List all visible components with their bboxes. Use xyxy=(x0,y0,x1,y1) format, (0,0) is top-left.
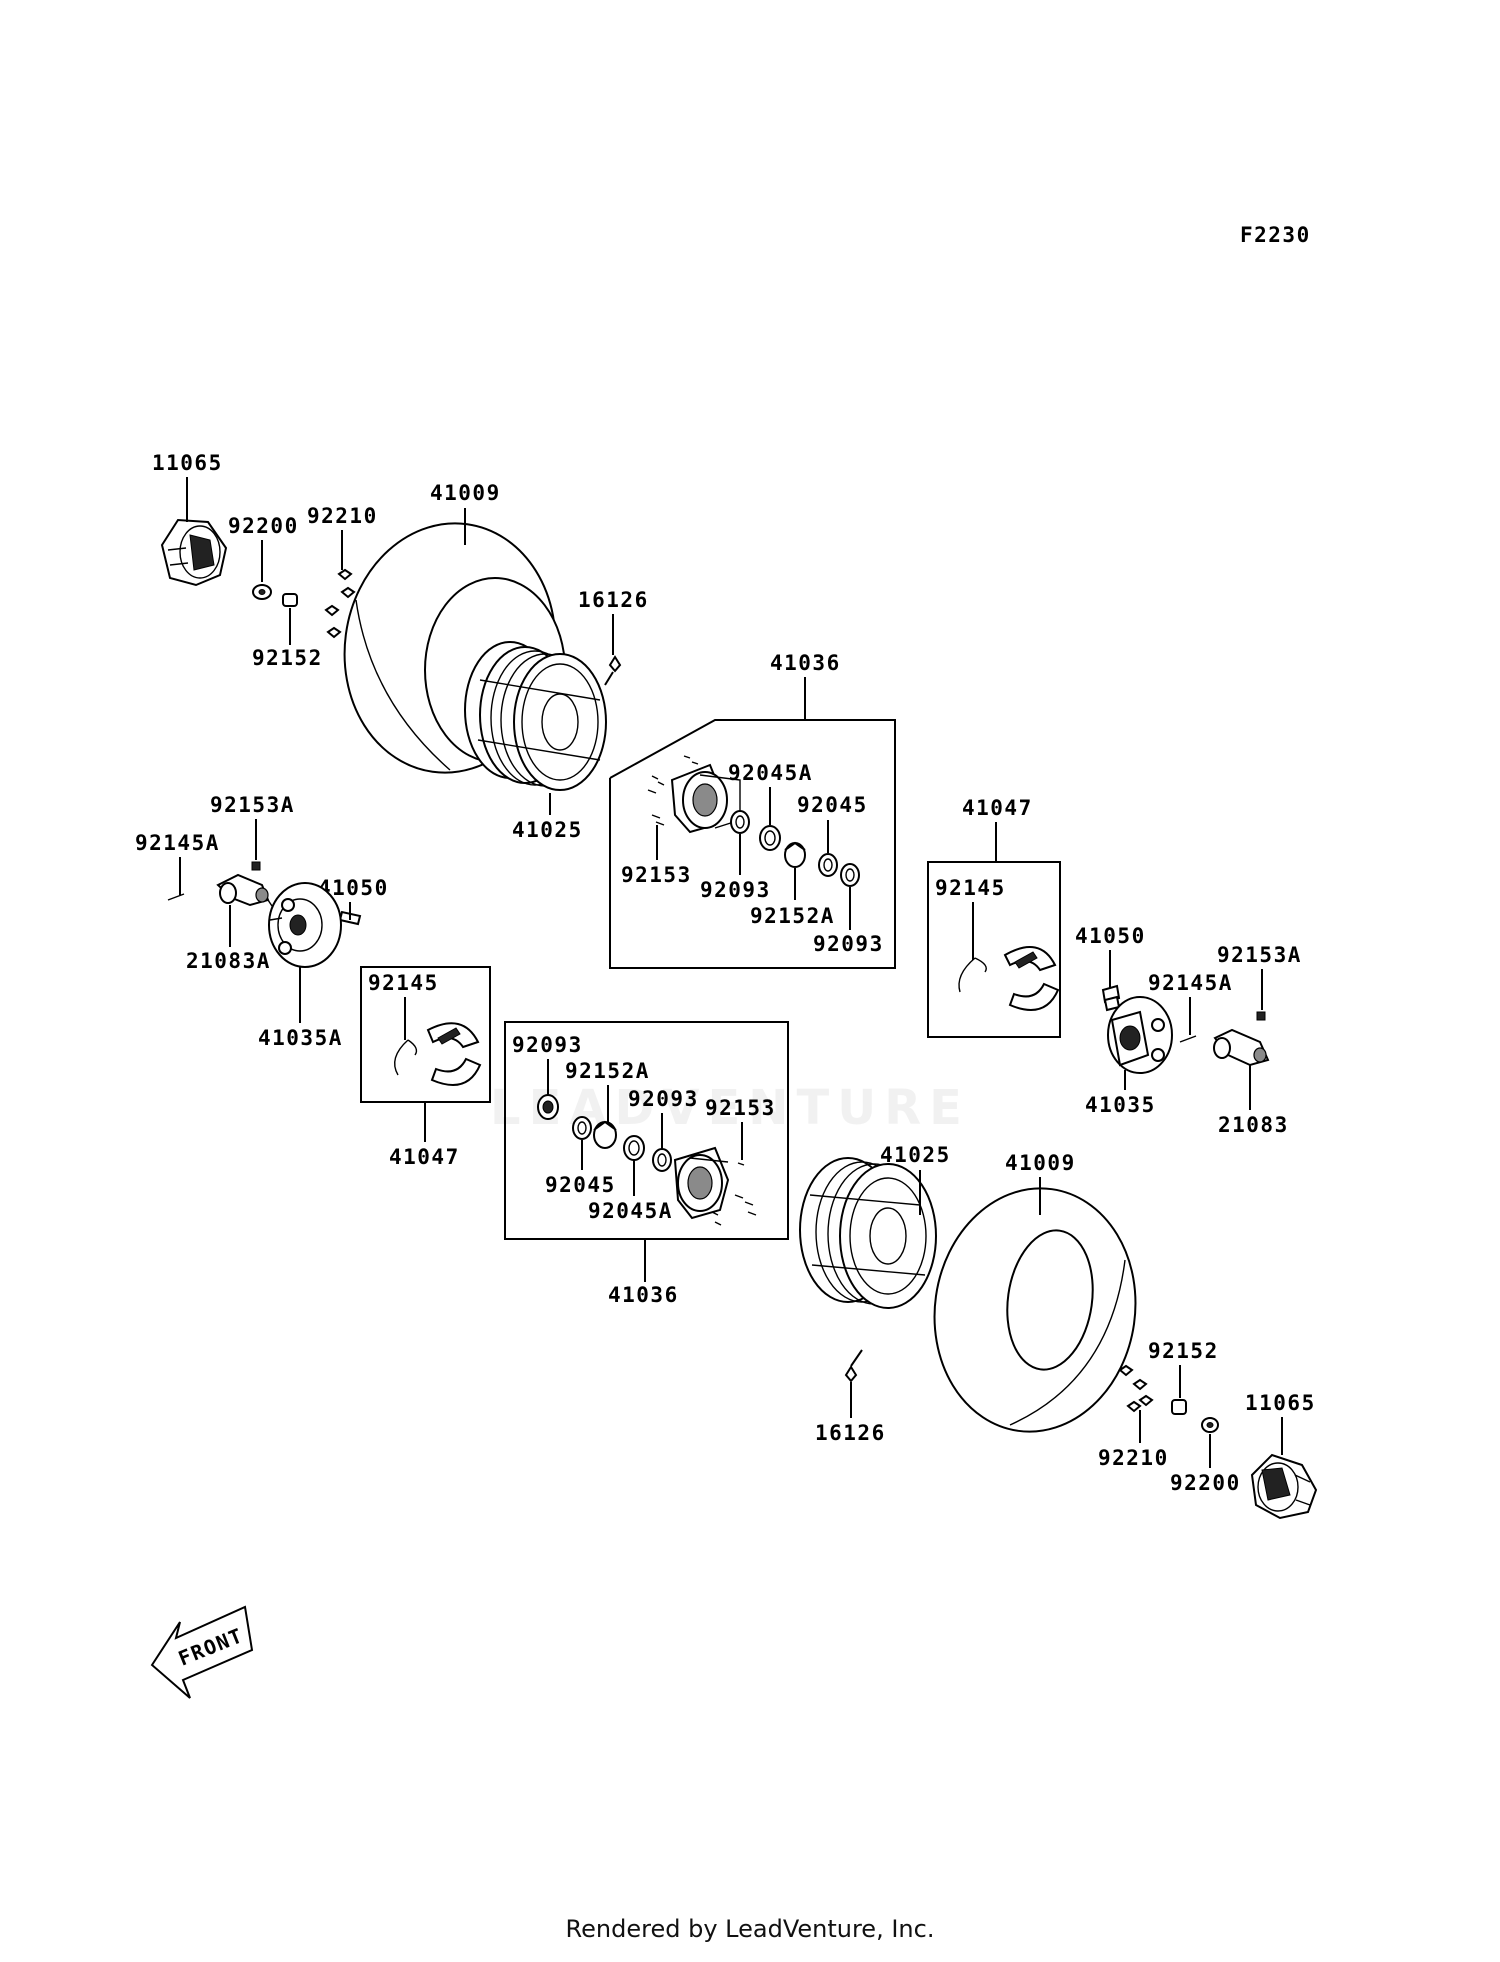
hub-cap-lower[interactable] xyxy=(1250,1453,1318,1520)
label-92145-lower[interactable]: 92145 xyxy=(368,971,439,995)
washer-92200-upper[interactable] xyxy=(252,584,272,600)
label-16126-lower[interactable]: 16126 xyxy=(815,1421,886,1445)
spring-92145A-right[interactable] xyxy=(1179,1035,1197,1043)
kit-box-41047-upper xyxy=(927,861,1061,1038)
cam-lever-21083A[interactable] xyxy=(216,873,279,916)
studs-lower[interactable] xyxy=(711,1162,757,1226)
seal-92045-lower[interactable] xyxy=(572,1116,592,1140)
brake-panel-41035[interactable] xyxy=(1107,996,1173,1074)
collar-92152A-lower[interactable] xyxy=(593,1120,617,1149)
label-92145A-right[interactable]: 92145A xyxy=(1148,971,1233,995)
label-92153A-left[interactable]: 92153A xyxy=(210,793,295,817)
label-92152-upper[interactable]: 92152 xyxy=(252,646,323,670)
label-92093-lower-a[interactable]: 92093 xyxy=(512,1033,583,1057)
label-16126-upper[interactable]: 16126 xyxy=(578,588,649,612)
wheel-rim-41025-lower[interactable] xyxy=(799,1157,937,1309)
label-92145-upper[interactable]: 92145 xyxy=(935,876,1006,900)
watermark-text: LEADVENTURE xyxy=(490,1080,970,1136)
seal-92045A-upper[interactable] xyxy=(759,825,781,851)
label-41035[interactable]: 41035 xyxy=(1085,1093,1156,1117)
label-92145A-left[interactable]: 92145A xyxy=(135,831,220,855)
bearing-92093-lower-b[interactable] xyxy=(652,1148,672,1172)
label-92045-upper[interactable]: 92045 xyxy=(797,793,868,817)
brake-shoe-spring-upper[interactable] xyxy=(958,957,987,993)
label-92152-lower[interactable]: 92152 xyxy=(1148,1339,1219,1363)
brake-shoes-41047-upper[interactable] xyxy=(1003,946,1060,1011)
kit-box-41036-upper xyxy=(609,719,896,969)
hub-41036-upper[interactable] xyxy=(670,763,741,834)
label-21083A[interactable]: 21083A xyxy=(186,949,271,973)
nuts-92210-upper[interactable] xyxy=(324,568,356,639)
label-92200-lower[interactable]: 92200 xyxy=(1170,1471,1241,1495)
label-92093-upper-b[interactable]: 92093 xyxy=(813,932,884,956)
label-92210-lower[interactable]: 92210 xyxy=(1098,1446,1169,1470)
brake-shoe-spring-lower[interactable] xyxy=(394,1039,418,1076)
label-92045-lower[interactable]: 92045 xyxy=(545,1173,616,1197)
hub-41036-lower[interactable] xyxy=(673,1146,730,1220)
collar-92152-upper[interactable] xyxy=(282,593,298,607)
valve-16126-upper[interactable] xyxy=(604,655,622,686)
tire-41009-lower[interactable] xyxy=(919,1175,1151,1444)
seal-92045A-lower[interactable] xyxy=(623,1135,645,1161)
label-92045A-lower[interactable]: 92045A xyxy=(588,1199,673,1223)
label-41009-upper[interactable]: 41009 xyxy=(430,481,501,505)
label-92152A-upper[interactable]: 92152A xyxy=(750,904,835,928)
label-11065-upper[interactable]: 11065 xyxy=(152,451,223,475)
washer-92200-lower[interactable] xyxy=(1201,1417,1219,1433)
nuts-92210-lower[interactable] xyxy=(1118,1364,1154,1413)
label-41036-upper[interactable]: 41036 xyxy=(770,651,841,675)
collar-92152A-upper[interactable] xyxy=(784,841,806,868)
label-41025-upper[interactable]: 41025 xyxy=(512,818,583,842)
label-41047-lower[interactable]: 41047 xyxy=(389,1145,460,1169)
label-92210-upper[interactable]: 92210 xyxy=(307,504,378,528)
label-41036-lower[interactable]: 41036 xyxy=(608,1283,679,1307)
footer-credit: Rendered by LeadVenture, Inc. xyxy=(565,1915,935,1943)
label-92200-upper[interactable]: 92200 xyxy=(228,514,299,538)
kit-box-41036-lower xyxy=(504,1021,789,1240)
bolt-92153A-left[interactable] xyxy=(251,861,261,871)
label-92093-upper-a[interactable]: 92093 xyxy=(700,878,771,902)
label-41009-lower[interactable]: 41009 xyxy=(1005,1151,1076,1175)
diagram-code: F2230 xyxy=(1240,223,1311,247)
label-92153-lower[interactable]: 92153 xyxy=(705,1096,776,1120)
seal-92045-upper[interactable] xyxy=(818,853,838,877)
studs-upper[interactable] xyxy=(647,755,699,826)
spring-92145A-left[interactable] xyxy=(167,893,185,901)
collar-92152-lower[interactable] xyxy=(1171,1399,1187,1415)
bolt-92153A-right[interactable] xyxy=(1256,1011,1266,1021)
bearing-92093-upper-a[interactable] xyxy=(730,810,750,834)
label-41035A[interactable]: 41035A xyxy=(258,1026,343,1050)
hub-cap-upper[interactable] xyxy=(160,518,228,587)
bearing-92093-upper-b[interactable] xyxy=(840,863,860,887)
label-92093-lower-b[interactable]: 92093 xyxy=(628,1087,699,1111)
cam-lever-21083[interactable] xyxy=(1213,1028,1270,1067)
bearing-92093-lower-a[interactable] xyxy=(537,1094,559,1120)
front-direction-arrow: FRONT xyxy=(150,1605,254,1699)
valve-16126-lower[interactable] xyxy=(844,1349,863,1383)
label-21083[interactable]: 21083 xyxy=(1218,1113,1289,1137)
wheel-rim-41025-upper[interactable] xyxy=(464,641,607,791)
shaft-41050-right[interactable] xyxy=(1101,984,1121,1012)
label-92152A-lower[interactable]: 92152A xyxy=(565,1059,650,1083)
label-41050-right[interactable]: 41050 xyxy=(1075,924,1146,948)
brake-panel-41035A[interactable] xyxy=(268,882,342,968)
brake-shoes-41047-lower[interactable] xyxy=(426,1022,482,1086)
label-11065-lower[interactable]: 11065 xyxy=(1245,1391,1316,1415)
label-92153A-right[interactable]: 92153A xyxy=(1217,943,1302,967)
label-41025-lower[interactable]: 41025 xyxy=(880,1143,951,1167)
label-41047-upper[interactable]: 41047 xyxy=(962,796,1033,820)
label-92045A-upper[interactable]: 92045A xyxy=(728,761,813,785)
label-92153-upper[interactable]: 92153 xyxy=(621,863,692,887)
